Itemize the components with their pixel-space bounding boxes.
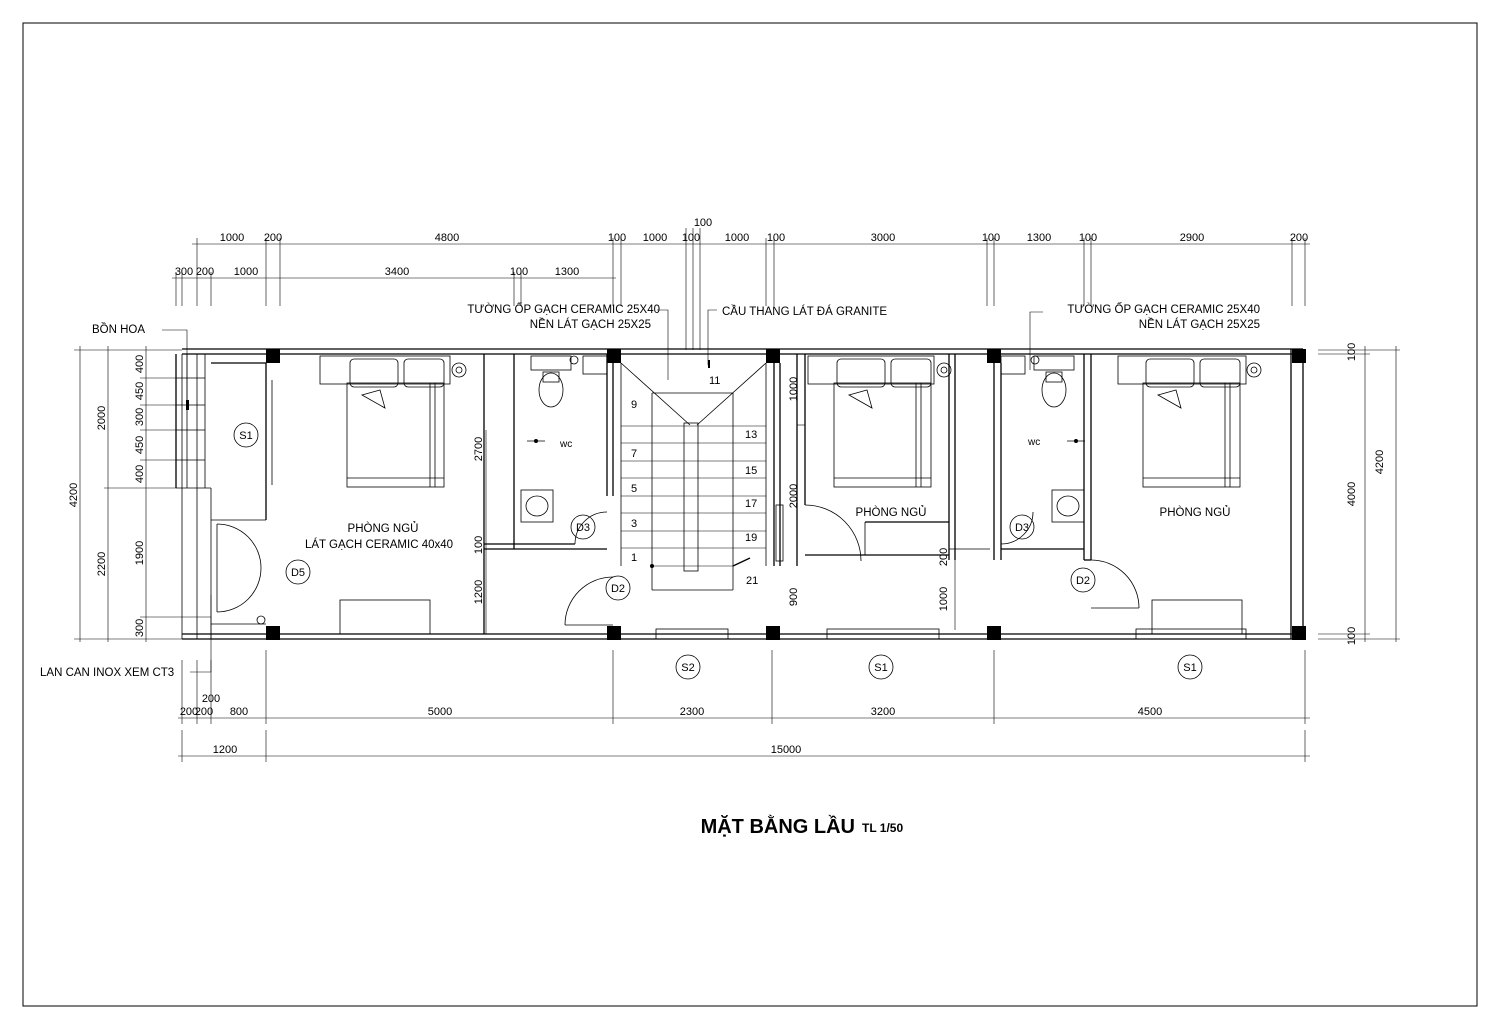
- dim-label: 100: [767, 232, 785, 244]
- dim-label: 100: [608, 232, 626, 244]
- tag-d5: D5: [291, 567, 305, 579]
- dim-label: 200: [264, 232, 282, 244]
- stair-number: 7: [631, 448, 637, 460]
- dim-label: 5000: [428, 706, 452, 718]
- room-label-wc1: wc: [559, 439, 572, 450]
- drawing-title: MẶT BẰNG LẦU: [701, 814, 855, 838]
- room-label-wc2: wc: [1027, 437, 1040, 448]
- drawing-scale: TL 1/50: [862, 821, 903, 835]
- dim-label: 4500: [1138, 706, 1162, 718]
- room-label-bedroom2: PHÒNG NGỦ: [856, 506, 927, 519]
- dim-label: 1000: [220, 232, 244, 244]
- dim-label: 400: [134, 355, 146, 373]
- dim-label: 2900: [1180, 232, 1204, 244]
- stair-number: 17: [745, 498, 757, 510]
- dim-label: 2300: [680, 706, 704, 718]
- tag-d3-b: D3: [1015, 522, 1029, 534]
- stair-number: 3: [631, 518, 637, 530]
- dim-label: 1300: [1027, 232, 1051, 244]
- note-wall-tile-left: TƯỜNG ỐP GẠCH CERAMIC 25X40: [467, 302, 660, 316]
- dim-label: 2000: [788, 484, 800, 508]
- dim-label: 200: [180, 706, 198, 718]
- stair-number: 11: [709, 375, 720, 387]
- room-label-bedroom1: PHÒNG NGỦ: [348, 522, 419, 535]
- stair-number: 9: [631, 399, 637, 411]
- outer-walls: [175, 348, 1304, 640]
- annotations: TƯỜNG ỐP GẠCH CERAMIC 25X40 NỀN LÁT GẠCH…: [40, 217, 1386, 756]
- tag-d3-a: D3: [576, 522, 590, 534]
- tag-d2-b: D2: [1076, 575, 1090, 587]
- note-railing: LAN CAN INOX XEM CT3: [40, 667, 174, 679]
- stair-number: 5: [631, 483, 637, 495]
- dim-label: 200: [1290, 232, 1308, 244]
- note-floor-tile-right: NỀN LÁT GẠCH 25X25: [1139, 318, 1260, 331]
- room-label-bedroom3: PHÒNG NGỦ: [1160, 506, 1231, 519]
- tag-s1-front-a: S1: [874, 662, 887, 674]
- sheet-frame: [22, 22, 1478, 1007]
- stair-number: 21: [746, 575, 758, 587]
- dim-label: 100: [682, 232, 700, 244]
- dim-label: 15000: [771, 744, 802, 756]
- stair-number: 13: [745, 429, 757, 441]
- dim-label: 4200: [1374, 450, 1386, 474]
- note-stair-granite: CẦU THANG LÁT ĐÁ GRANITE: [722, 305, 887, 318]
- doors: [216, 504, 1140, 626]
- dimension-lines: [74, 228, 1400, 762]
- dim-label: 3200: [871, 706, 895, 718]
- dim-label: 1000: [788, 377, 800, 401]
- dim-label: 100: [473, 536, 485, 554]
- dim-label: 300: [134, 408, 146, 426]
- dim-label: 1000: [234, 266, 258, 278]
- dim-label: 100: [982, 232, 1000, 244]
- columns: [266, 349, 1306, 640]
- dim-label: 4000: [1346, 482, 1358, 506]
- dim-label: 900: [788, 588, 800, 606]
- stair-treads: [621, 360, 766, 591]
- dim-label: 1200: [213, 744, 237, 756]
- dim-label: 100: [1346, 627, 1358, 645]
- furniture: [319, 355, 1262, 635]
- dim-label: 450: [134, 382, 146, 400]
- interior-walls: [483, 354, 1247, 640]
- dim-label: 300: [175, 266, 193, 278]
- tag-s1-front-b: S1: [1183, 662, 1196, 674]
- dim-label: 3000: [871, 232, 895, 244]
- dim-label: 1300: [555, 266, 579, 278]
- dim-label: 1000: [938, 587, 950, 611]
- dim-label: 100: [694, 217, 712, 229]
- tag-s2-front: S2: [681, 662, 694, 674]
- dim-label: 200: [196, 266, 214, 278]
- dim-label: 200: [202, 693, 220, 705]
- dim-label: 2700: [473, 437, 485, 461]
- tag-s1-balcony: S1: [239, 430, 252, 442]
- dim-label: 200: [938, 548, 950, 566]
- stair-number: 1: [631, 552, 637, 564]
- stair-number: 15: [745, 465, 757, 477]
- stair-number: 19: [745, 532, 757, 544]
- dim-label: 2000: [96, 406, 108, 430]
- note-planter: BỒN HOA: [92, 323, 145, 336]
- dim-label: 200: [195, 706, 213, 718]
- dim-label: 2200: [96, 552, 108, 576]
- dim-label: 100: [1079, 232, 1097, 244]
- dim-label: 1000: [725, 232, 749, 244]
- dim-label: 1900: [134, 541, 146, 565]
- note-floor-tile-left: NỀN LÁT GẠCH 25X25: [530, 318, 651, 331]
- dim-label: 1200: [473, 580, 485, 604]
- room-floor-bedroom1: LÁT GẠCH CERAMIC 40x40: [305, 538, 453, 551]
- dim-label: 4200: [68, 483, 80, 507]
- dim-label: 1000: [643, 232, 667, 244]
- note-wall-tile-right: TƯỜNG ỐP GẠCH CERAMIC 25X40: [1067, 302, 1260, 316]
- dim-label: 100: [1346, 343, 1358, 361]
- dim-label: 100: [510, 266, 528, 278]
- tag-circles: [233, 422, 1203, 680]
- dim-label: 400: [134, 465, 146, 483]
- dim-label: 300: [134, 619, 146, 637]
- dim-label: 800: [230, 706, 248, 718]
- dim-label: 4800: [435, 232, 459, 244]
- dim-label: 450: [134, 436, 146, 454]
- tag-d2-a: D2: [611, 583, 625, 595]
- dim-label: 3400: [385, 266, 409, 278]
